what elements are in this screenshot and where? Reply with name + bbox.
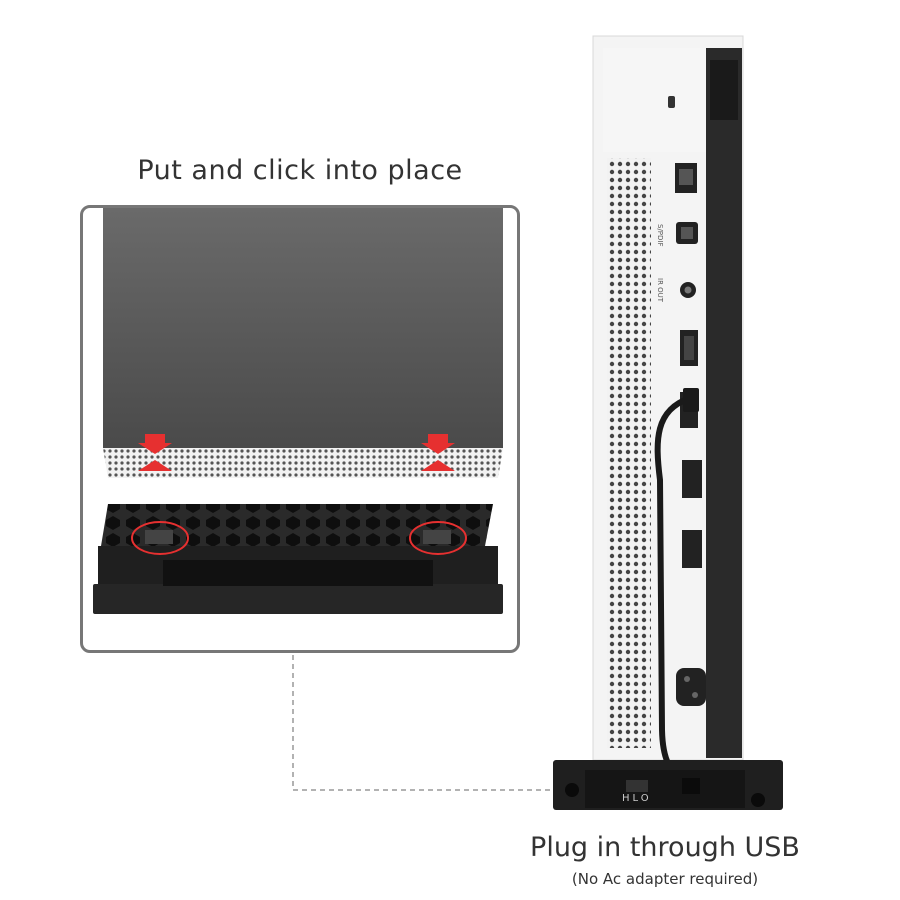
spdif-label: S/PDIF (656, 224, 664, 247)
detail-frame (80, 205, 520, 653)
switch-label-h: H (622, 793, 633, 804)
ir-out-label: IR OUT (656, 278, 664, 303)
red-arrow-left-icon (138, 434, 172, 471)
kensington-lock (668, 96, 675, 108)
switch-labels: HLO (622, 793, 652, 804)
vent-grid (607, 158, 651, 748)
dashed-connector (292, 655, 560, 791)
stand-foot-right (751, 793, 765, 807)
caption-sub: (No Ac adapter required) (571, 870, 759, 888)
hdmi-out-port (682, 460, 702, 498)
clip-highlight-left (131, 521, 189, 555)
console-bottom (103, 208, 503, 448)
power-port (676, 668, 706, 706)
red-arrow-right-icon (421, 434, 455, 471)
clip-highlight-right (409, 521, 467, 555)
caption-main: Plug in through USB (530, 832, 800, 863)
assembly-illustration (93, 208, 503, 614)
instruction-title: Put and click into place (137, 155, 463, 186)
switch-label-o: O (640, 793, 652, 804)
cooling-stand (93, 504, 503, 614)
console-dark-edge (706, 48, 742, 758)
speed-switch (626, 780, 648, 792)
stand-foot-left (565, 783, 579, 797)
switch-label-l: L (632, 793, 641, 804)
console-top-panel (603, 48, 706, 152)
hdmi-in-port (682, 530, 702, 568)
console-vent-edge (103, 448, 503, 478)
